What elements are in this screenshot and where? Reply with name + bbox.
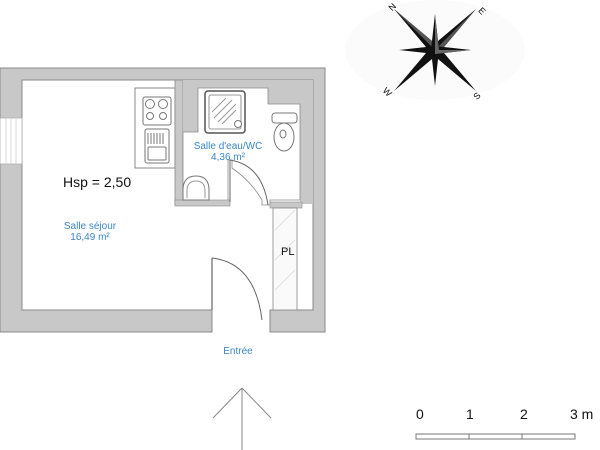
room-label-bathroom: Salle d'eau/WC 4,36 m² (183, 141, 273, 163)
entrance-door (211, 257, 263, 321)
closet-label: PL (281, 246, 295, 258)
entrance-label: Entrée (223, 346, 253, 357)
room-name: Salle séjour (63, 221, 117, 232)
walls (0, 67, 326, 333)
scale-tick-2: 2 (520, 406, 528, 422)
washbasin (182, 175, 210, 201)
entrance-arrow-icon (212, 387, 272, 450)
scale-tick-0: 0 (416, 406, 424, 422)
kitchen-hob (142, 96, 172, 126)
room-area: 16,49 m² (70, 232, 110, 243)
room-label-living: Salle séjour 16,49 m² (50, 221, 130, 243)
bathroom-door (229, 159, 269, 206)
room-name: Salle d'eau/WC (193, 141, 263, 152)
closet (272, 207, 298, 311)
toilet (271, 112, 298, 152)
room-area: 4,36 m² (211, 152, 245, 163)
kitchen-sink (144, 128, 170, 164)
shower-tray (204, 90, 246, 134)
scale-tick-3: 3 m (570, 406, 594, 422)
scale-tick-1: 1 (466, 406, 474, 422)
scale-bar (415, 433, 576, 440)
compass-rose-icon (345, 0, 525, 100)
ceiling-height-label: Hsp = 2,50 (63, 174, 132, 190)
